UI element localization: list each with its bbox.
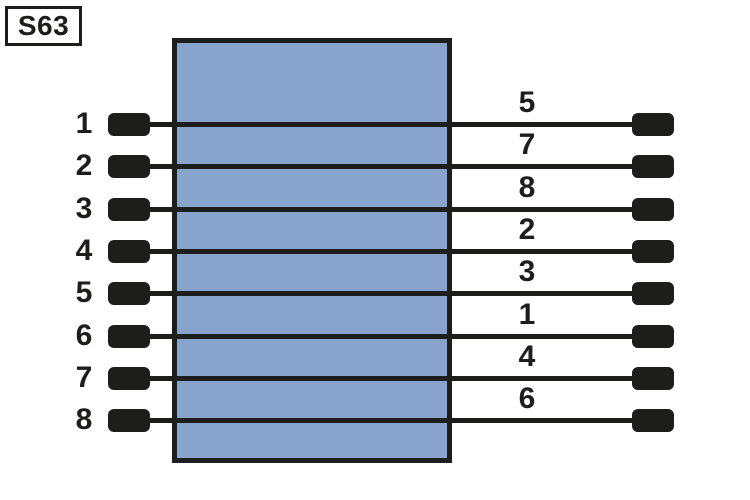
right-terminal <box>632 154 674 178</box>
right-pin-label: 1 <box>518 298 536 331</box>
right-terminal <box>632 408 674 432</box>
right-pin-label: 3 <box>518 255 536 288</box>
wire-line <box>148 206 638 212</box>
wire-line <box>148 417 638 423</box>
left-terminal <box>108 239 150 263</box>
left-terminal <box>108 154 150 178</box>
left-terminal <box>108 324 150 348</box>
wire-line <box>148 333 638 339</box>
wire-line <box>148 121 638 127</box>
right-pin-label: 2 <box>518 213 536 246</box>
right-terminal <box>632 324 674 348</box>
right-pin-label: 8 <box>518 171 536 204</box>
left-pin-label: 8 <box>75 403 93 436</box>
left-terminal <box>108 197 150 221</box>
right-pin-label: 7 <box>518 128 536 161</box>
wire-line <box>148 290 638 296</box>
wire-line <box>148 163 638 169</box>
right-pin-label: 4 <box>518 340 536 373</box>
left-pin-label: 4 <box>75 234 93 267</box>
right-pin-label: 5 <box>518 86 536 119</box>
right-pin-label: 6 <box>518 382 536 415</box>
right-terminal <box>632 197 674 221</box>
left-terminal <box>108 112 150 136</box>
right-terminal <box>632 239 674 263</box>
component-label-badge: S63 <box>5 6 82 46</box>
wire-line <box>148 375 638 381</box>
right-terminal <box>632 281 674 305</box>
left-terminal <box>108 366 150 390</box>
left-terminal <box>108 281 150 305</box>
right-terminal <box>632 366 674 390</box>
left-pin-label: 7 <box>75 361 93 394</box>
left-pin-label: 2 <box>75 149 93 182</box>
left-pin-label: 3 <box>75 192 93 225</box>
left-pin-label: 6 <box>75 319 93 352</box>
left-terminal <box>108 408 150 432</box>
wire-line <box>148 248 638 254</box>
component-label: S63 <box>17 10 70 41</box>
left-pin-label: 1 <box>75 107 93 140</box>
left-pin-label: 5 <box>75 276 93 309</box>
right-terminal <box>632 112 674 136</box>
